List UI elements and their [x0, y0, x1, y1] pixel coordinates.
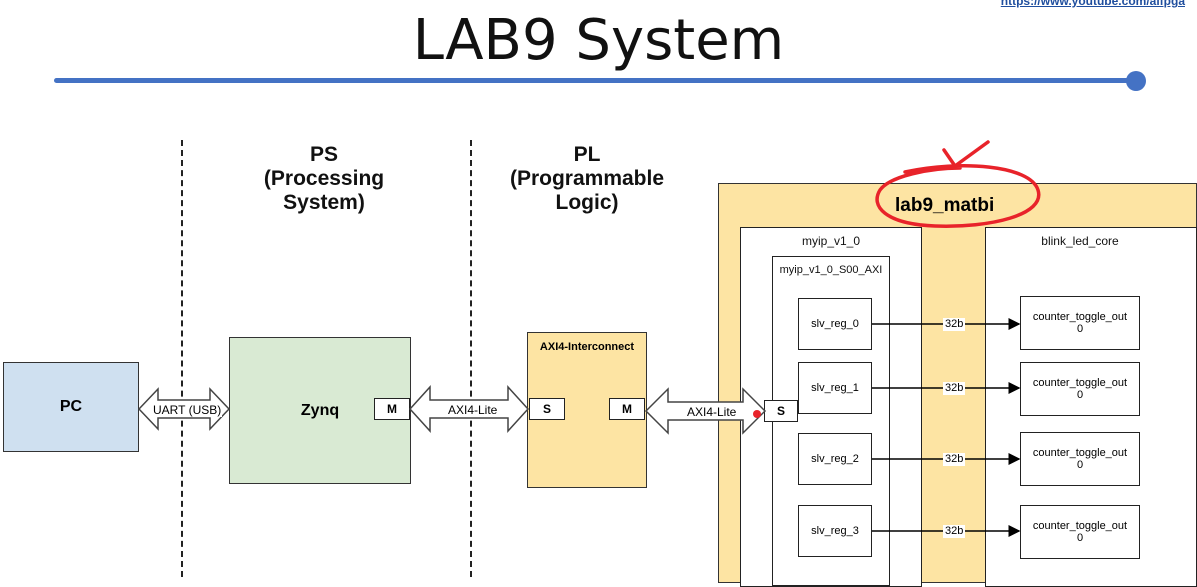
counter-3-name: counter_toggle_out	[1032, 520, 1128, 532]
counter-toggle-out-3: counter_toggle_out 0	[1020, 505, 1140, 559]
title-underline-dot	[1126, 71, 1146, 91]
slv-reg-1-label: slv_reg_1	[811, 382, 859, 394]
slv-reg-2: slv_reg_2	[798, 433, 872, 485]
title-underline	[54, 78, 1136, 83]
counter-0-index: 0	[1076, 323, 1084, 335]
pc-label: PC	[59, 398, 83, 415]
counter-toggle-out-0: counter_toggle_out 0	[1020, 296, 1140, 350]
ps-section-heading: PS (Processing System)	[224, 143, 424, 215]
page-title: LAB9 System	[412, 8, 785, 73]
zynq-master-port-label: M	[387, 402, 397, 416]
pc-block: PC	[3, 362, 139, 452]
bus-width-0: 32b	[943, 318, 966, 331]
bus-width-2: 32b	[943, 453, 966, 466]
axi-lite-label-2: AXI4-Lite	[686, 405, 738, 419]
interconnect-slave-port-label: S	[542, 402, 551, 416]
myip-slave-port: S	[764, 400, 798, 422]
axi-lite-label-1: AXI4-Lite	[447, 403, 499, 417]
counter-3-index: 0	[1076, 532, 1084, 544]
uart-label: UART (USB)	[152, 403, 223, 417]
counter-2-name: counter_toggle_out	[1032, 447, 1128, 459]
bus-width-1: 32b	[943, 382, 966, 395]
axi-interconnect-label: AXI4-Interconnect	[539, 341, 635, 353]
interconnect-slave-port: S	[529, 398, 565, 420]
counter-1-name: counter_toggle_out	[1032, 377, 1128, 389]
zynq-label: Zynq	[300, 401, 340, 419]
zynq-master-port: M	[374, 398, 410, 420]
pl-section-heading: PL (Programmable Logic)	[487, 143, 687, 215]
slv-reg-0-label: slv_reg_0	[811, 318, 859, 330]
bus-width-3: 32b	[943, 525, 966, 538]
counter-toggle-out-2: counter_toggle_out 0	[1020, 432, 1140, 486]
ps-heading-line3: System)	[283, 191, 365, 214]
youtube-link[interactable]: https://www.youtube.com/aifpga	[1000, 0, 1185, 8]
myip-slave-port-label: S	[776, 404, 785, 418]
pl-heading-line2: (Programmable	[509, 167, 665, 190]
slv-reg-3-label: slv_reg_3	[811, 525, 859, 537]
ps-heading-line2: (Processing	[263, 167, 385, 190]
interconnect-master-port: M	[609, 398, 645, 420]
ps-heading-line1: PS	[309, 143, 338, 166]
counter-toggle-out-1: counter_toggle_out 0	[1020, 362, 1140, 416]
slv-reg-0: slv_reg_0	[798, 298, 872, 350]
slv-reg-1: slv_reg_1	[798, 362, 872, 414]
pl-heading-line1: PL	[573, 143, 601, 166]
counter-0-name: counter_toggle_out	[1032, 311, 1128, 323]
pl-heading-line3: Logic)	[555, 191, 619, 214]
slv-reg-3: slv_reg_3	[798, 505, 872, 557]
lab9-matbi-label: lab9_matbi	[895, 195, 995, 216]
myip-axi-label: myip_v1_0_S00_AXI	[779, 264, 883, 276]
counter-1-index: 0	[1076, 389, 1084, 401]
blink-led-core-label: blink_led_core	[1041, 234, 1119, 248]
counter-2-index: 0	[1076, 459, 1084, 471]
divider-ps-pl	[470, 140, 472, 577]
slv-reg-2-label: slv_reg_2	[811, 453, 859, 465]
myip-label: myip_v1_0	[801, 234, 861, 248]
divider-pc-ps	[181, 140, 183, 577]
annotation-check	[942, 140, 990, 168]
interconnect-master-port-label: M	[622, 402, 632, 416]
